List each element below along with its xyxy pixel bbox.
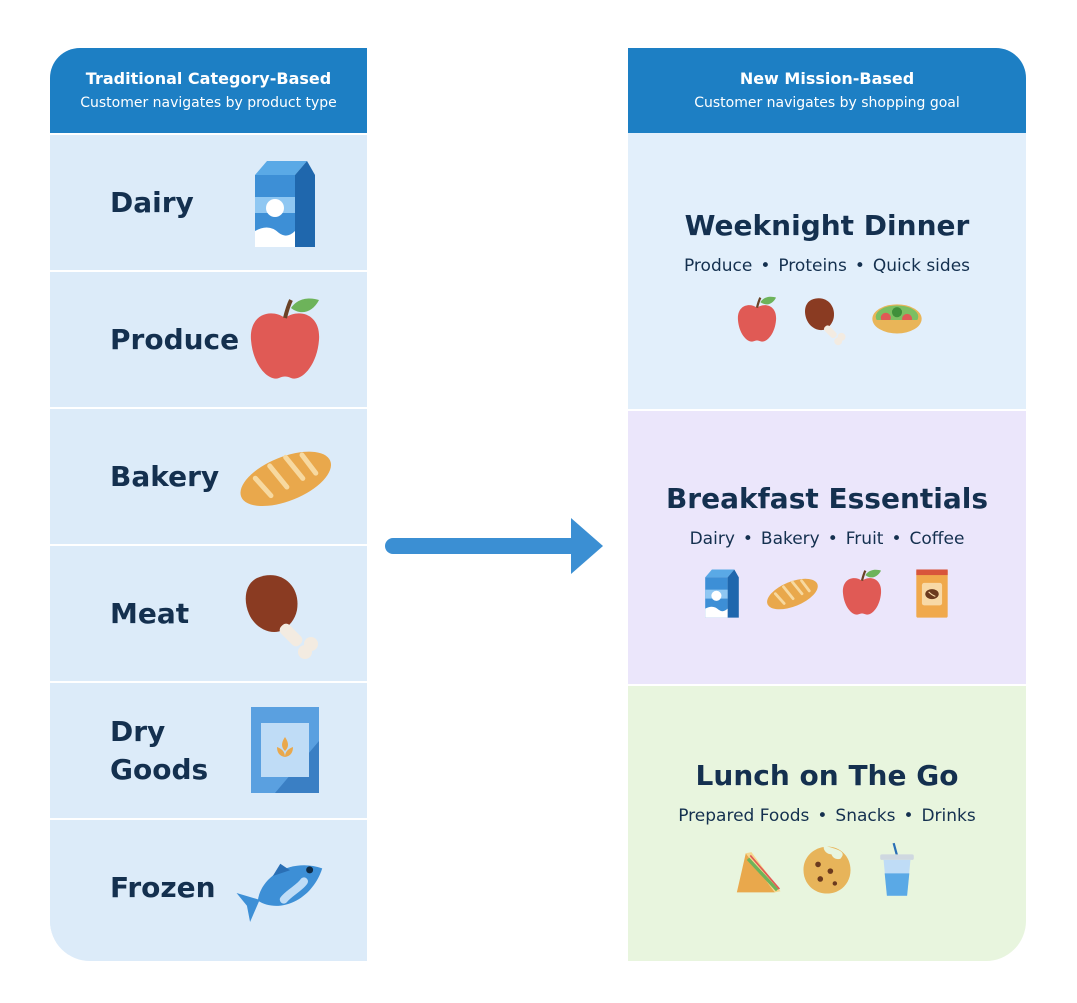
sandwich-icon — [736, 852, 781, 893]
bread-icon — [767, 578, 818, 610]
mission-item: Bakery — [760, 529, 820, 549]
mission-icons — [628, 840, 1026, 900]
traditional-title: Traditional Category-Based — [85, 68, 332, 88]
category-row-meat: Meat — [50, 544, 367, 681]
mission-items: Dairy•Bakery•Fruit•Coffee — [689, 529, 965, 549]
fish-icon — [236, 863, 323, 922]
category-label: Dairy — [110, 185, 194, 219]
traditional-header: Traditional Category-Based Customer navi… — [50, 48, 367, 133]
mission-item: Snacks — [835, 806, 896, 826]
mission-title: Breakfast Essentials — [665, 482, 989, 515]
cookie-icon — [803, 846, 851, 894]
traditional-subtitle: Customer navigates by product type — [80, 94, 337, 111]
mission-items: Produce•Proteins•Quick sides — [683, 256, 971, 276]
salad-bowl-icon — [872, 304, 922, 334]
category-row-dry-goods: Dry Goods — [50, 681, 367, 818]
transition-arrow — [385, 518, 603, 574]
grain-bag-icon — [251, 706, 319, 793]
mission-items: Prepared Foods•Snacks•Drinks — [678, 806, 976, 826]
mission-item: Drinks — [921, 806, 976, 826]
apple-icon — [737, 296, 777, 342]
mission-weeknight-dinner: Weeknight Dinner Produce•Proteins•Quick … — [628, 133, 1026, 409]
mission-item: Dairy — [689, 529, 735, 549]
mission-lunch-on-the-go: Lunch on The Go Prepared Foods•Snacks•Dr… — [628, 686, 1026, 961]
mission-icons — [628, 290, 1026, 350]
mission-item: Prepared Foods — [678, 806, 810, 826]
apple-icon — [842, 569, 882, 615]
category-row-produce: Produce — [50, 270, 367, 407]
mission-title-main: New Mission-Based — [739, 68, 915, 88]
mission-item: Quick sides — [872, 256, 971, 276]
mission-item: Coffee — [909, 529, 965, 549]
mission-title: Lunch on The Go — [695, 759, 959, 792]
bread-icon — [240, 451, 332, 506]
mission-item: Fruit — [845, 529, 884, 549]
drumstick-icon — [245, 574, 318, 659]
category-row-bakery: Bakery — [50, 407, 367, 544]
mission-breakfast-essentials: Breakfast Essentials Dairy•Bakery•Fruit•… — [628, 411, 1026, 684]
coffee-bag-icon — [916, 569, 948, 618]
mission-subtitle: Customer navigates by shopping goal — [694, 94, 960, 111]
category-label: Meat — [110, 596, 190, 630]
category-list: Dairy Produce Bakery — [50, 133, 367, 955]
category-label: Produce — [110, 322, 240, 356]
category-label: Frozen — [110, 870, 216, 904]
category-label: Bakery — [110, 459, 220, 493]
apple-icon — [250, 297, 320, 379]
mission-item: Produce — [683, 256, 753, 276]
milk-carton-icon — [705, 569, 739, 618]
mission-icons — [628, 563, 1026, 623]
mission-panel: New Mission-Based Customer navigates by … — [628, 48, 1026, 961]
milk-carton-icon — [255, 160, 315, 247]
mission-title: Weeknight Dinner — [684, 209, 970, 242]
mission-item: Proteins — [778, 256, 847, 276]
category-label: Dry Goods — [110, 714, 209, 786]
category-row-frozen: Frozen — [50, 818, 367, 955]
mission-header: New Mission-Based Customer navigates by … — [628, 48, 1026, 133]
traditional-panel: Traditional Category-Based Customer navi… — [50, 48, 367, 961]
drumstick-icon — [805, 298, 846, 346]
drink-cup-icon — [880, 842, 914, 896]
category-row-dairy: Dairy — [50, 133, 367, 270]
